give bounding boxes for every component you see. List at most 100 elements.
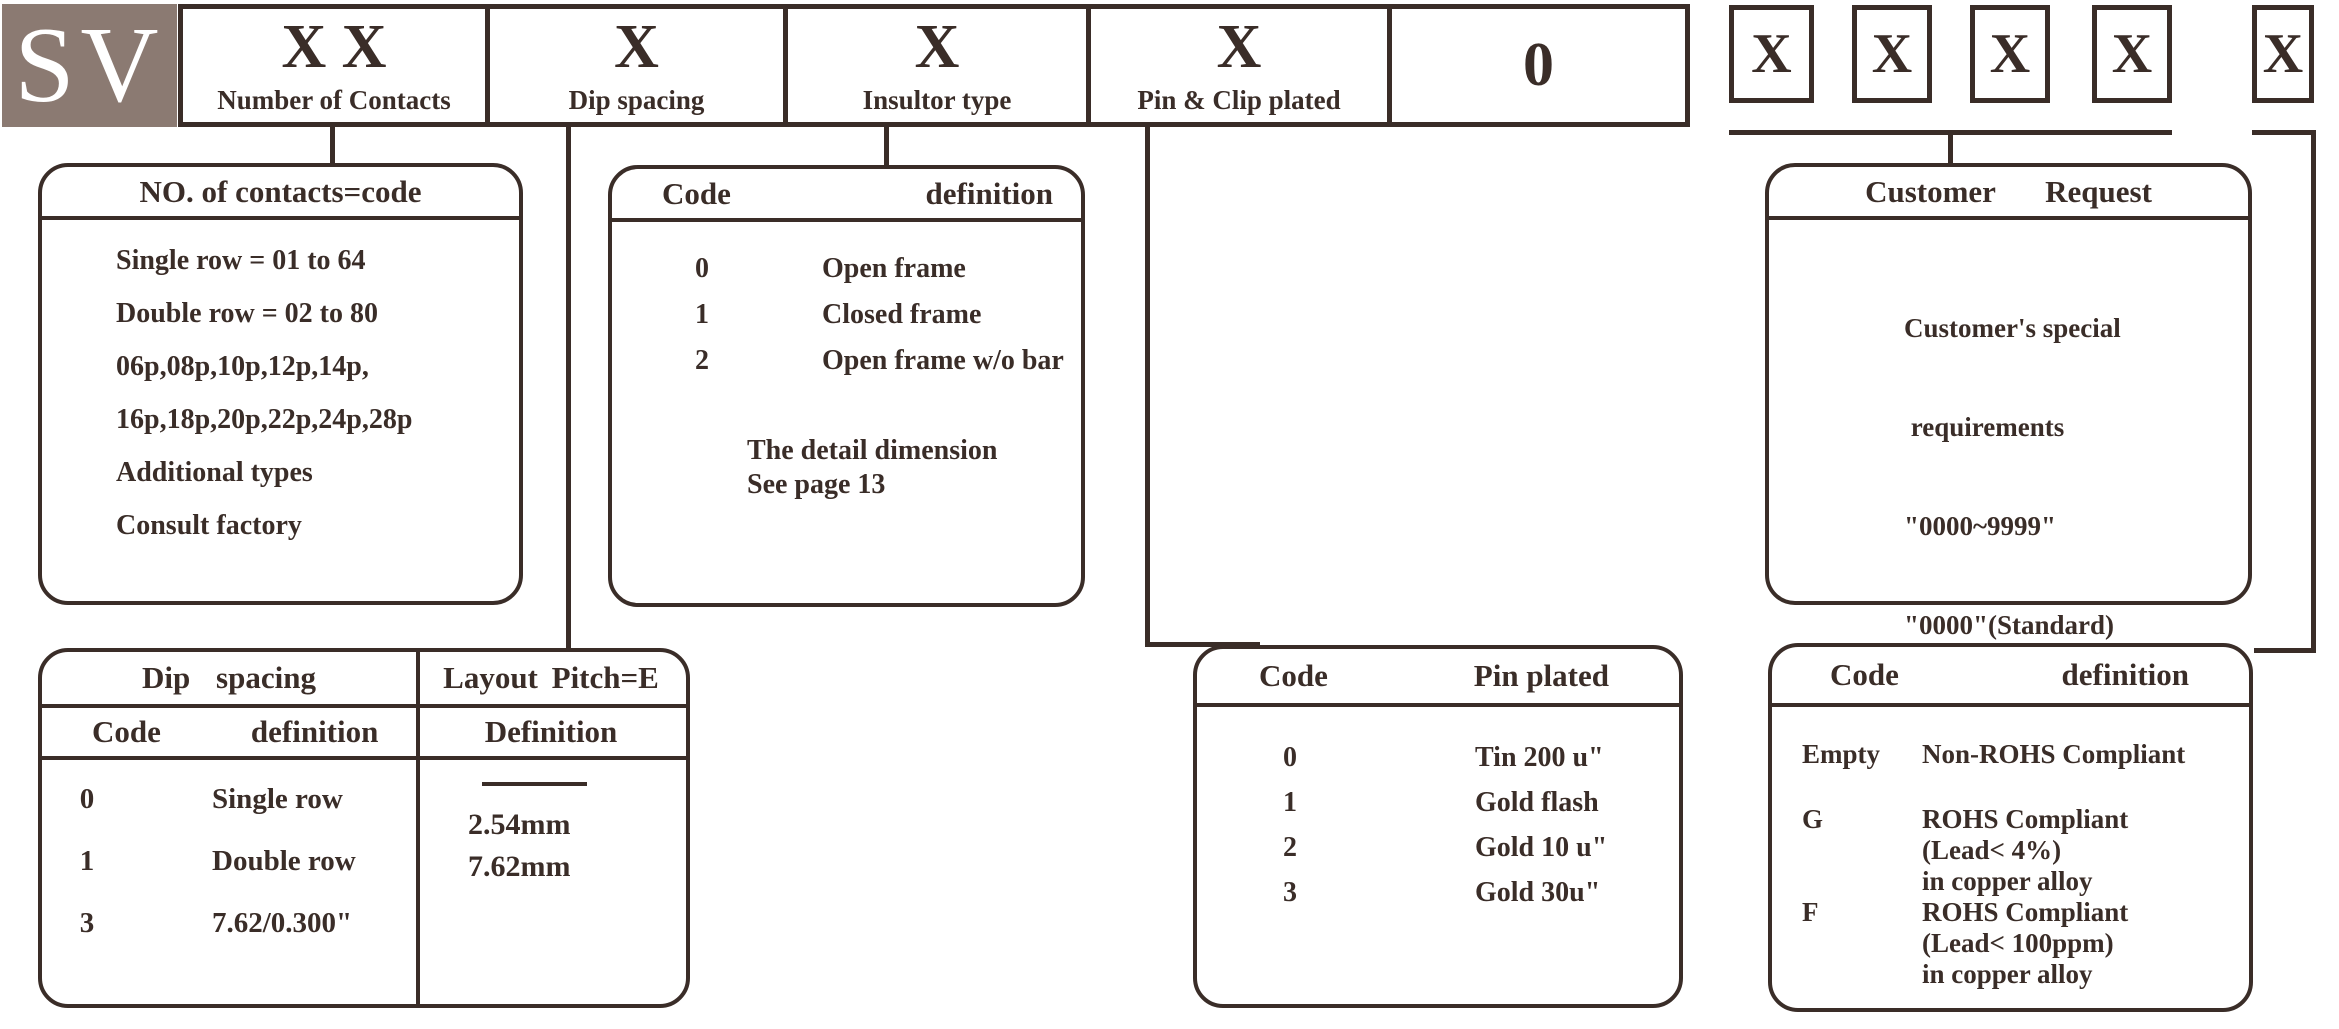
definition-line: ROHS Compliant <box>1922 897 2129 927</box>
customer-digit: X <box>1871 23 1913 85</box>
segment-code: 0 <box>1523 31 1554 99</box>
segment-code: X X <box>281 12 387 81</box>
customer-digit-box-4: X <box>2092 5 2172 103</box>
series-prefix-box: SV <box>2 4 177 127</box>
customer-line: Customer's special <box>1904 313 2121 343</box>
table-row: G ROHS Compliant (Lead< 4%) in copper al… <box>1802 804 2241 897</box>
row-code: 0 <box>1283 742 1297 773</box>
row-definition: 7.62/0.300" <box>212 907 353 939</box>
customer-digit-box-3: X <box>1970 5 2050 103</box>
row-definition: Open frame <box>822 253 966 284</box>
layout-pitch-overline <box>482 782 587 786</box>
leader-rohs-elbow <box>2254 648 2316 653</box>
callout-insulator-header: Code definition <box>612 169 1081 222</box>
customer-digit: X <box>2111 23 2153 85</box>
segment-zero: 0 <box>1392 9 1685 122</box>
column-definition: definition <box>250 714 379 749</box>
segment-code: X <box>1216 12 1262 81</box>
definition-line: (Lead< 4%) <box>1922 835 2062 865</box>
callout-insulator-rows: 0 Open frame 1 Closed frame 2 Open frame… <box>612 222 1081 384</box>
callout-contacts: NO. of contacts=code Single row = 01 to … <box>38 163 523 605</box>
callout-insulator: Code definition 0 Open frame 1 Closed fr… <box>608 165 1085 607</box>
callout-dip-table: Dip spacing Layout Pitch=E Code definiti… <box>38 648 690 1008</box>
row-definition: Single row <box>212 783 343 815</box>
row-code: F <box>1802 897 1819 927</box>
row-definition: Double row <box>212 845 356 877</box>
callout-rohs-header: Code definition <box>1772 647 2249 707</box>
customer-line: requirements <box>1904 412 2065 442</box>
dip-table-titles: Dip spacing Layout Pitch=E <box>42 652 686 708</box>
callout-rohs-rows: Empty Non-ROHS Compliant G ROHS Complian… <box>1772 707 2249 990</box>
segment-code: X <box>614 12 659 81</box>
row-code: 0 <box>79 783 95 815</box>
table-row: 3 7.62/0.300" <box>42 892 416 954</box>
dip-subheader: Code definition <box>42 708 416 756</box>
callout-pin-plated: Code Pin plated 0 Tin 200 u" 1 Gold flas… <box>1193 645 1683 1008</box>
callout-rohs: Code definition Empty Non-ROHS Compliant… <box>1768 643 2253 1012</box>
row-definition: Gold flash <box>1475 787 1599 818</box>
definition-line: (Lead< 100ppm) <box>1922 928 2114 958</box>
row-code: 2 <box>695 345 709 376</box>
column-code: Code <box>1259 658 1328 693</box>
segment-code: X <box>914 12 960 81</box>
segment-label: Insultor type <box>862 85 1012 115</box>
row-definition: Closed frame <box>822 299 982 330</box>
pitch-value: 2.54mm <box>468 808 571 841</box>
layout-pitch-values: 2.54mm 7.62mm <box>420 760 686 888</box>
customer-digit-box-2: X <box>1852 5 1932 103</box>
callout-customer-body: Customer's special requirements "0000~99… <box>1769 220 2248 708</box>
column-code: Code <box>662 175 731 211</box>
row-code: Empty <box>1802 739 1881 769</box>
row-definition: Open frame w/o bar <box>822 345 1064 376</box>
table-row: 0 Tin 200 u" <box>1197 735 1679 780</box>
table-row: 1 Gold flash <box>1197 780 1679 825</box>
table-row: 2 Open frame w/o bar <box>612 338 1081 384</box>
contacts-line: Double row = 02 to 80 <box>116 298 378 329</box>
contacts-line: 06p,08p,10p,12p,14p, <box>116 351 369 382</box>
table-row: Empty Non-ROHS Compliant <box>1802 739 2241 770</box>
customer-digit: X <box>1751 23 1792 85</box>
row-definition: ROHS Compliant (Lead< 100ppm) in copper … <box>1922 897 2241 990</box>
table-row: F ROHS Compliant (Lead< 100ppm) in coppe… <box>1802 897 2241 990</box>
callout-insulator-note: The detail dimension See page 13 <box>612 434 1081 502</box>
contacts-line: Single row = 01 to 64 <box>116 245 366 276</box>
leader-rohs <box>2311 130 2316 653</box>
row-code: 1 <box>1283 787 1297 818</box>
table-row: 0 Single row <box>42 768 416 830</box>
table-row: 1 Double row <box>42 830 416 892</box>
column-definition: definition <box>925 175 1053 211</box>
pitch-value: 7.62mm <box>468 850 571 883</box>
row-code: 1 <box>695 299 709 330</box>
dip-table-rows: 0 Single row 1 Double row 3 7.62/0.300" <box>42 760 416 954</box>
definition-line: in copper alloy <box>1922 959 2093 989</box>
segment-number-of-contacts: X X Number of Contacts <box>183 9 490 122</box>
dip-table-subheaders: Code definition Definition <box>42 708 686 760</box>
row-code: 0 <box>695 253 709 284</box>
layout-pitch-title: Layout Pitch=E <box>443 660 659 695</box>
layout-pitch-subheader: Definition <box>484 714 618 749</box>
column-pin-plated: Pin plated <box>1473 658 1609 693</box>
definition-line: in copper alloy <box>1922 866 2093 896</box>
row-code: 2 <box>1283 832 1297 863</box>
column-definition: definition <box>2061 657 2189 692</box>
leader-customer-request <box>1948 130 1953 165</box>
segment-pin-clip-plated: X Pin & Clip plated <box>1091 9 1392 122</box>
row-definition: Non-ROHS Compliant <box>1922 739 2186 769</box>
leader-insulator <box>884 127 889 169</box>
table-row: 0 Open frame <box>612 246 1081 292</box>
segment-label: Dip spacing <box>568 85 705 115</box>
dip-table-divider <box>416 652 420 1004</box>
row-definition: Gold 30u" <box>1475 877 1601 908</box>
segment-dip-spacing: X Dip spacing <box>490 9 788 122</box>
note-line: The detail dimension <box>747 435 998 466</box>
row-definition: ROHS Compliant (Lead< 4%) in copper allo… <box>1922 804 2241 897</box>
customer-line: "0000"(Standard) <box>1904 610 2115 640</box>
bracket-rohs-digit <box>2252 130 2316 135</box>
rohs-digit-box: X <box>2252 5 2314 103</box>
table-row: 3 Gold 30u" <box>1197 870 1679 915</box>
callout-customer-title: Customer Request <box>1769 167 2248 220</box>
callout-customer-request: Customer Request Customer's special requ… <box>1765 163 2252 640</box>
callout-contacts-title: NO. of contacts=code <box>42 167 519 220</box>
callout-contacts-body: Single row = 01 to 64 Double row = 02 to… <box>42 220 519 552</box>
leader-contacts <box>330 127 335 165</box>
